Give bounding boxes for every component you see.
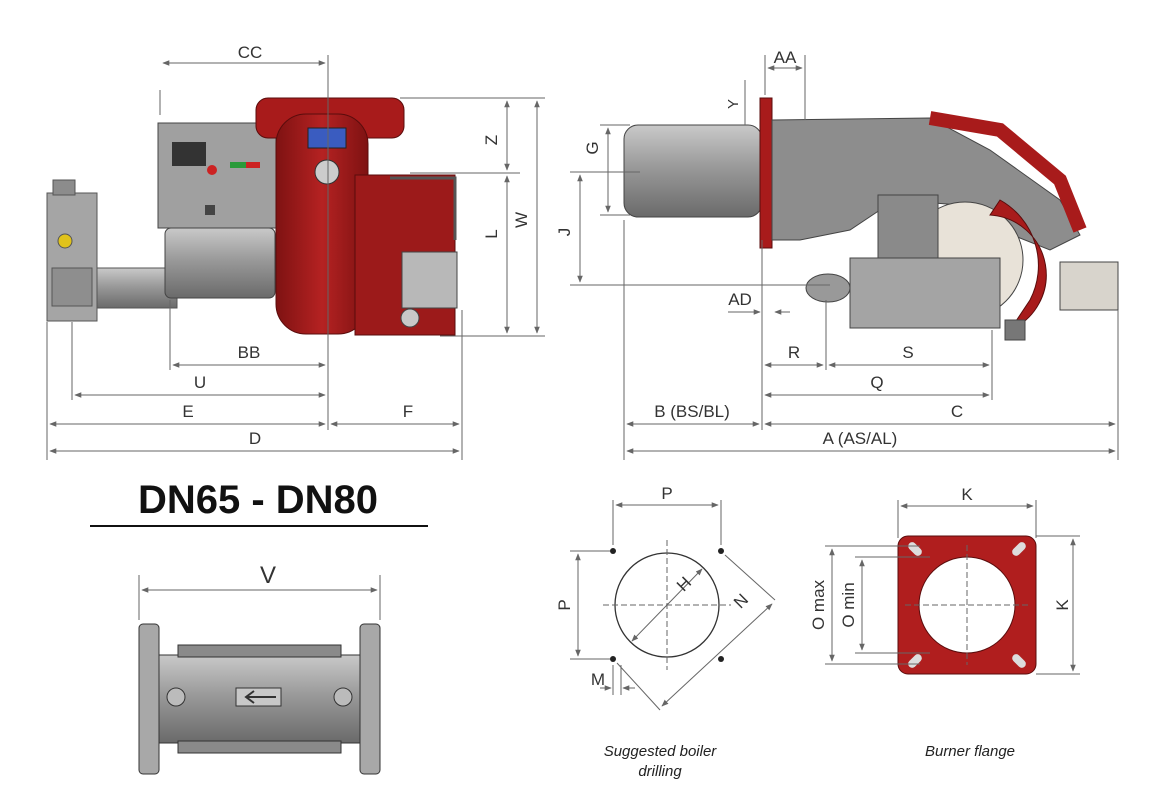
flange (759, 97, 773, 249)
front-view-dimensions: CC Z L W BB U E F D (46, 43, 545, 460)
valve-flange-left (138, 623, 160, 775)
valve-flange-right (359, 623, 381, 775)
dim-z: Z (482, 135, 501, 145)
flange-o-min: O min (839, 582, 858, 627)
valve-title: DN65 - DN80 (138, 478, 378, 522)
flange-o-max: O max (809, 579, 828, 630)
side-view-dimensions: AA Y G J AD R S Q B (BS/BL) C A (AS/AL) (555, 48, 1119, 460)
burner-flange: K K O max O min Burner flange (809, 485, 1080, 760)
motor (164, 227, 276, 299)
flange-k-right: K (1053, 599, 1072, 611)
dim-a: A (AS/AL) (823, 429, 898, 448)
dim-s: S (902, 343, 913, 362)
front-view-burner (46, 97, 458, 336)
dim-bb: BB (238, 343, 261, 362)
drill-p-top: P (661, 484, 672, 503)
control-box (157, 122, 277, 229)
dim-u: U (194, 373, 206, 392)
dim-aa: AA (774, 48, 797, 67)
dim-r: R (788, 343, 800, 362)
dim-d: D (249, 429, 261, 448)
flange-k-top: K (961, 485, 973, 504)
dim-cc: CC (238, 43, 263, 62)
drill-caption-1: Suggested boiler (604, 743, 718, 760)
drill-m: M (591, 670, 605, 689)
dim-g: G (583, 141, 602, 154)
drill-n: N (730, 590, 752, 612)
dim-y: Y (725, 99, 742, 109)
side-view-burner (623, 97, 1119, 341)
drill-h: H (673, 573, 695, 595)
gas-valve (849, 257, 1001, 329)
dim-v: V (260, 562, 276, 589)
dim-j: J (555, 228, 574, 237)
dim-l: L (482, 229, 501, 238)
dim-f: F (403, 402, 413, 421)
drill-caption-2: drilling (638, 763, 682, 780)
flow-arrow-icon (244, 690, 276, 704)
dim-ad: AD (728, 290, 752, 309)
gas-pipe (96, 267, 178, 309)
dim-c: C (951, 402, 963, 421)
flange-caption: Burner flange (925, 743, 1015, 760)
dim-q: Q (870, 373, 883, 392)
boiler-drilling: P P H N M Suggested boiler drilling (555, 484, 776, 780)
valve-section: DN65 - DN80 V (90, 478, 428, 775)
drill-p-left: P (555, 599, 574, 610)
dim-e: E (182, 402, 193, 421)
dim-b: B (BS/BL) (654, 402, 730, 421)
blast-tube (623, 124, 763, 218)
dim-w: W (512, 212, 531, 228)
